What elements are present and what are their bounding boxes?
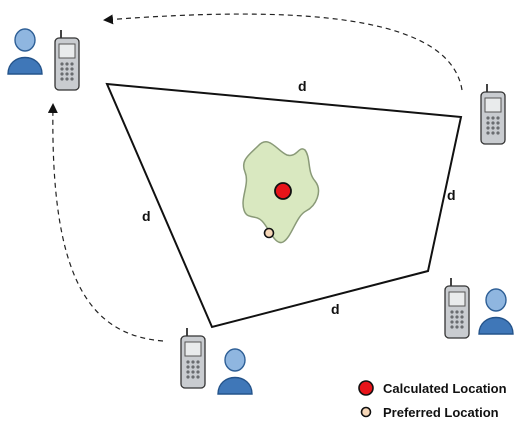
person-icon-bottom-left	[217, 348, 253, 395]
dashed-arrow-top	[103, 13, 463, 91]
edge-label-top: d	[298, 78, 307, 94]
preferred-location-marker	[263, 227, 275, 239]
person-icon-top-left	[7, 28, 43, 75]
legend-preferred-marker	[360, 406, 372, 418]
legend: Calculated Location Preferred Location	[358, 380, 507, 420]
mobile-phone-icon-top-left	[54, 29, 80, 91]
legend-calculated-marker	[358, 380, 374, 396]
legend-preferred-label: Preferred Location	[383, 405, 499, 420]
quadrilateral	[105, 82, 463, 329]
edge-label-left: d	[142, 208, 151, 224]
mobile-phone-icon-bottom-right	[444, 277, 470, 339]
mobile-phone-icon-top-right	[480, 83, 506, 145]
edge-label-right: d	[447, 187, 456, 203]
legend-calculated-label: Calculated Location	[383, 381, 507, 396]
edge-label-bottom: d	[331, 301, 340, 317]
person-icon-bottom-right	[478, 288, 514, 335]
calculated-location-marker	[274, 182, 292, 200]
dashed-arrow-left	[47, 103, 164, 342]
mobile-phone-icon-bottom-left	[180, 327, 206, 389]
